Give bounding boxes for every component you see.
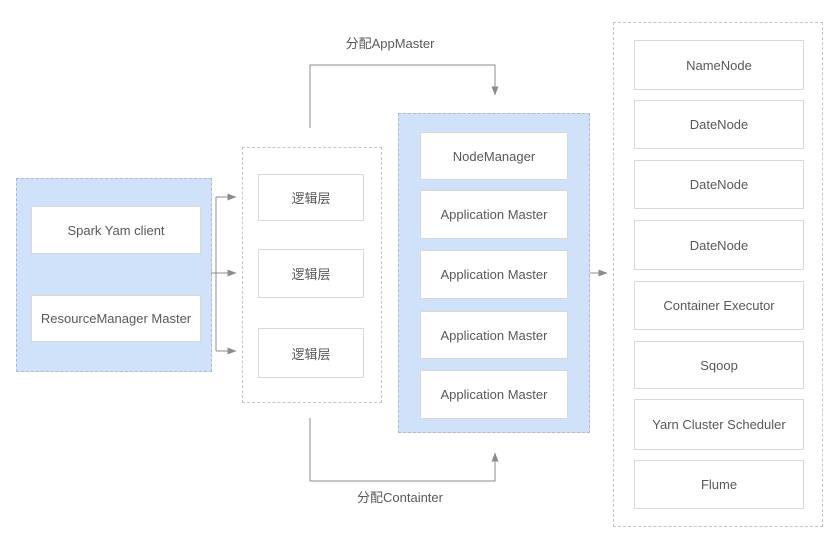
node-logic-layer-3: 逻辑层 <box>258 328 364 378</box>
node-datenode-2: DateNode <box>634 160 804 209</box>
cluster-group: NameNode DateNode DateNode DateNode Cont… <box>613 22 823 527</box>
node-datenode-1: DateNode <box>634 100 804 149</box>
node-application-master-4: Application Master <box>420 370 568 419</box>
node-logic-layer-2: 逻辑层 <box>258 249 364 298</box>
logic-layer-group: 逻辑层 逻辑层 逻辑层 <box>242 147 382 403</box>
node-flume: Flume <box>634 460 804 509</box>
allocate-container-label: 分配Containter <box>357 490 443 505</box>
node-container-executor: Container Executor <box>634 281 804 330</box>
nodemanager-group: NodeManager Application Master Applicati… <box>398 113 590 433</box>
node-sqoop: Sqoop <box>634 341 804 389</box>
node-namenode: NameNode <box>634 40 804 90</box>
node-nodemanager: NodeManager <box>420 132 568 180</box>
node-application-master-3: Application Master <box>420 311 568 359</box>
client-group: Spark Yam client ResourceManager Master <box>16 178 212 372</box>
node-application-master-1: Application Master <box>420 190 568 239</box>
node-spark-yarn-client: Spark Yam client <box>31 206 201 254</box>
node-yarn-cluster-scheduler: Yarn Cluster Scheduler <box>634 399 804 450</box>
node-datenode-3: DateNode <box>634 220 804 270</box>
node-application-master-2: Application Master <box>420 250 568 299</box>
allocate-appmaster-label: 分配AppMaster <box>345 36 435 51</box>
node-resourcemanager-master: ResourceManager Master <box>31 295 201 342</box>
node-logic-layer-1: 逻辑层 <box>258 174 364 221</box>
